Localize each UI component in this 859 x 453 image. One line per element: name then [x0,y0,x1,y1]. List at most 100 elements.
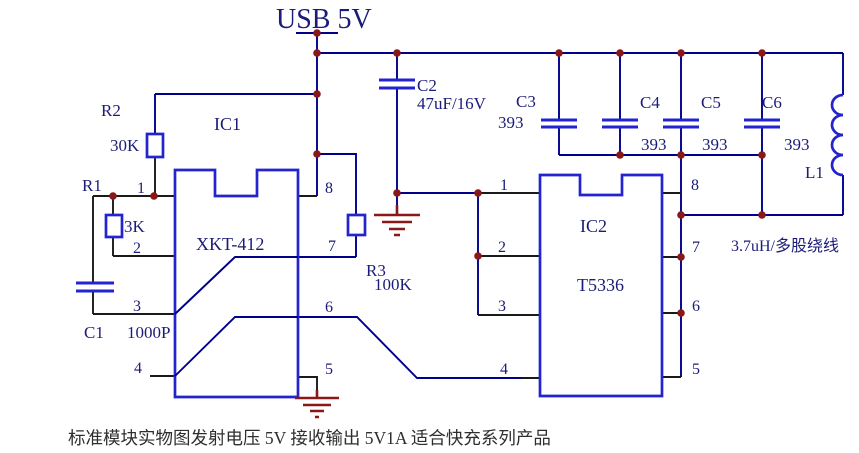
capacitor-c5 [663,118,699,129]
ic1-part-label: XKT-412 [196,234,264,254]
ic2-pin5-label: 5 [692,361,700,378]
ic1-ref-label: IC1 [214,114,241,134]
c4-plates [602,118,638,129]
ic2-pin1-label: 1 [500,177,508,194]
resistor-r2 [145,132,165,159]
c5-plates [663,118,699,129]
r2-ref-label: R2 [101,101,121,120]
junction-dot [393,49,401,57]
c6-ref-label: C6 [762,93,782,112]
junction-dot [313,29,321,37]
c1-value-label: 1000P [127,323,170,342]
r2-symbol [145,132,165,159]
l1-coil [830,93,844,177]
resistor-r3 [346,213,367,237]
ic1-pin7-label: 7 [328,238,336,255]
capacitor-c2 [379,78,415,90]
ic2-pin7-label: 7 [692,239,700,256]
ic1-right-stubs [298,195,318,390]
r1-value-label: 3K [124,217,146,236]
junction-dot [758,151,766,159]
ic1-chip [173,168,300,399]
capacitor-c6 [744,118,780,129]
junction-dot [313,49,321,57]
c1-plates [76,281,114,293]
c3-plates [541,118,577,129]
ic2-pin-numbers: 1 2 3 4 8 7 6 5 [498,177,700,378]
ground-icon [374,205,420,237]
ic1-pin2-label: 2 [133,240,141,257]
c2-ref-label: C2 [417,76,437,95]
power-title: USB 5V [276,4,372,35]
ground-symbol-ic1 [295,390,339,419]
c3-value-label: 393 [498,113,524,132]
ic1-internal-wires-top [174,256,298,377]
ic2-part-label: T5336 [577,275,624,295]
junction-dot [677,49,685,57]
resistor-r1 [104,213,124,239]
ic1-pin6-label: 6 [325,299,333,316]
ic1-pin-numbers: 1 2 3 4 8 7 6 5 [133,180,336,378]
ic1-pin8-label: 8 [325,180,333,197]
ground-icon [295,390,339,419]
ic2-body [538,173,664,398]
r2-value-label: 30K [110,136,140,155]
ic1-pin3-label: 3 [133,298,141,315]
r3-value-label: 100K [374,275,413,294]
c5-ref-label: C5 [701,93,721,112]
ground-symbol-c2 [374,205,420,237]
ic2-chip [538,173,664,398]
ic2-pin3-label: 3 [498,298,506,315]
junction-dot [758,49,766,57]
junction-dots [109,29,766,317]
ic1-body [173,168,300,399]
junction-dot [616,49,624,57]
c4-ref-label: C4 [640,93,660,112]
c6-plates [744,118,780,129]
ic2-pin4-label: 4 [500,361,508,378]
l1-ref-label: L1 [805,163,824,182]
ic1-pin5-label: 5 [325,361,333,378]
junction-dot [758,211,766,219]
caption-text: 标准模块实物图发射电压 5V 接收输出 5V1A 适合快充系列产品 [68,428,551,448]
l1-value-label: 3.7uH/多股绕线 [731,237,839,255]
ic2-stubs [478,192,681,379]
c3-ref-label: C3 [516,92,536,111]
ic1-pin4-label: 4 [134,360,142,377]
junction-dot [313,90,321,98]
inductor-l1 [830,93,844,177]
r1-ref-label: R1 [82,176,102,195]
labels: USB 5V IC1 XKT-412 IC2 T5336 R2 30K R1 3… [68,4,839,448]
capacitor-c4 [602,118,638,129]
c5-value-label: 393 [702,135,728,154]
ic1-pin1-label: 1 [137,180,145,197]
r3-ref-label: R3 [366,261,386,280]
junction-dot [150,192,158,200]
c2-value-label: 47uF/16V [417,94,487,113]
c6-value-label: 393 [784,135,810,154]
junction-dot [616,151,624,159]
junction-dot [677,253,685,261]
capacitor-c3 [541,118,577,129]
pin-stubs [92,157,681,390]
junction-dot [474,252,482,260]
capacitor-c1 [76,281,114,293]
junction-dot [474,189,482,197]
junction-dot [393,189,401,197]
c2-plates [379,78,415,90]
ic2-pin8-label: 8 [691,177,699,194]
ic2-pin6-label: 6 [692,298,700,315]
junction-dot [677,309,685,317]
c1-ref-label: C1 [84,323,104,342]
c4-value-label: 393 [641,135,667,154]
junction-dot [313,150,321,158]
junction-dot [109,192,117,200]
r3-symbol [346,213,367,237]
junction-dot [677,211,685,219]
ic2-pin2-label: 2 [498,239,506,256]
junction-dot [677,151,685,159]
junction-dot [555,49,563,57]
r1-symbol [104,213,124,239]
